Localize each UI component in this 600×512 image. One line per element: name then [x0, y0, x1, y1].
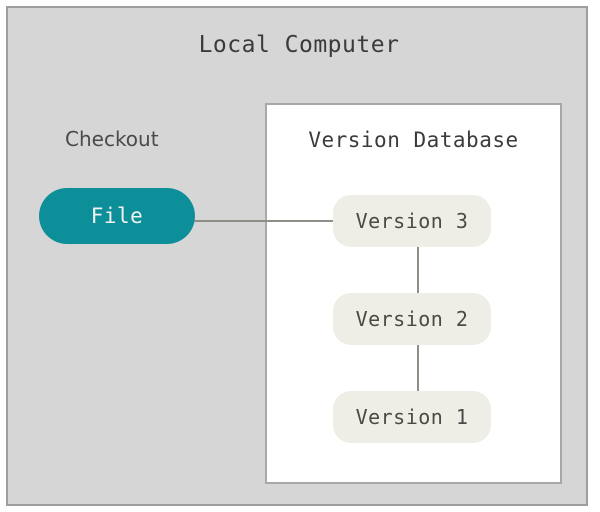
checkout-group-label: Checkout [65, 127, 159, 151]
edge-file-to-version-3 [194, 220, 342, 222]
node-version-3-label: Version 3 [355, 209, 469, 233]
node-version-2[interactable]: Version 2 [333, 293, 491, 345]
edge-version-2-to-version-1 [417, 342, 419, 394]
local-computer-container: Local Computer Checkout File Version Dat… [6, 6, 588, 506]
node-version-1[interactable]: Version 1 [333, 391, 491, 443]
node-version-1-label: Version 1 [355, 405, 469, 429]
node-version-2-label: Version 2 [355, 307, 469, 331]
local-computer-title: Local Computer [198, 32, 400, 58]
node-file-label: File [90, 204, 144, 228]
node-version-3[interactable]: Version 3 [333, 195, 491, 247]
edge-version-3-to-version-2 [417, 244, 419, 296]
version-database-title: Version Database [308, 128, 519, 152]
node-file[interactable]: File [39, 188, 195, 244]
